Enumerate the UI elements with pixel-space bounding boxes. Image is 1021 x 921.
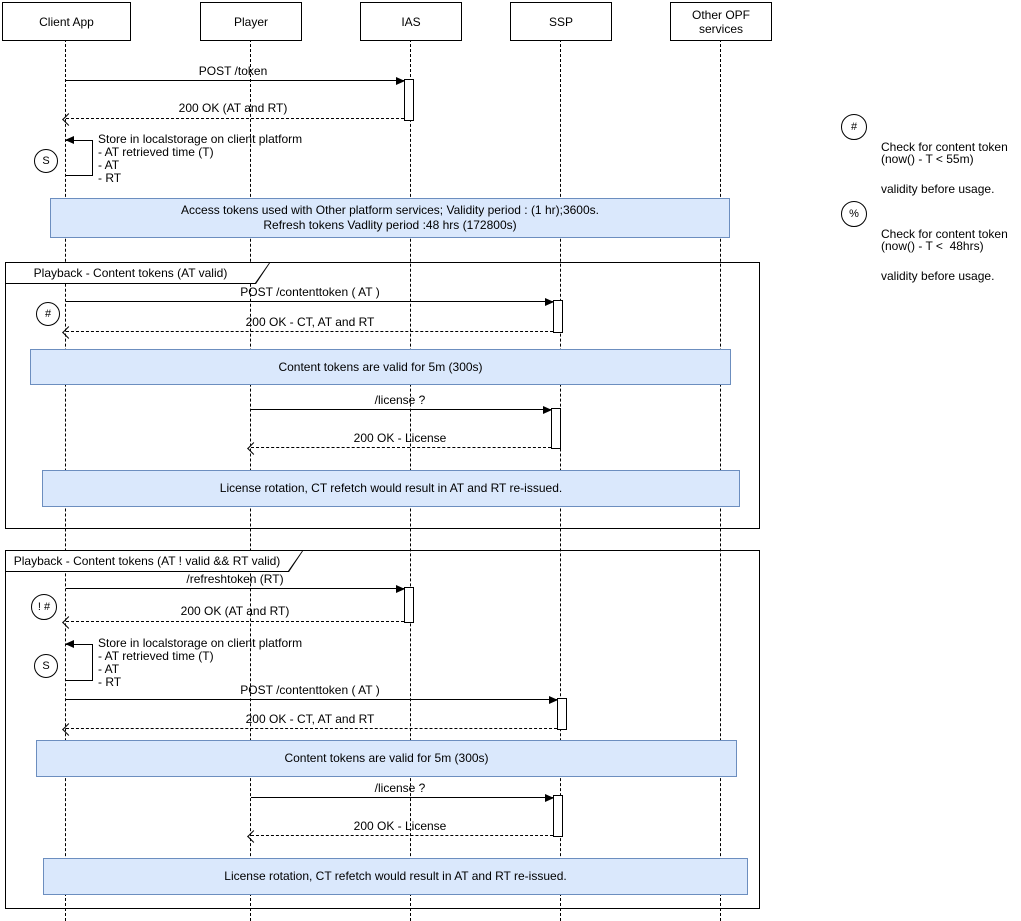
arrowhead-right-icon — [549, 696, 558, 704]
legend-hash-line2: validity before usage. — [881, 182, 995, 196]
actor-other-opf-label: Other OPF services — [691, 7, 750, 36]
actor-ias-label: IAS — [401, 14, 421, 29]
self-message-text-1: Store in localstorage on client platform… — [98, 133, 302, 185]
self-message-1-line-2: - AT — [98, 158, 120, 172]
note-access-token-validity: Access tokens used with Other platform s… — [50, 198, 730, 238]
activation-ssp-1 — [553, 300, 563, 333]
message-label-200-ok-license-1: 200 OK - License — [353, 431, 447, 445]
self-message-2-line-1: - AT retrieved time (T) — [98, 649, 214, 663]
message-arrow-license-2 — [251, 794, 554, 802]
message-arrow-post-contenttoken-2 — [66, 696, 558, 704]
message-label-license-1: /license ? — [374, 393, 426, 407]
message-label-200-ok-at-rt-2: 200 OK (AT and RT) — [180, 604, 290, 618]
self-message-text-2: Store in localstorage on client platform… — [98, 637, 302, 689]
actor-ias: IAS — [360, 2, 462, 41]
actor-ssp-label: SSP — [548, 14, 573, 29]
message-arrow-200-ok-license-2 — [247, 830, 553, 843]
message-arrow-post-contenttoken-1 — [66, 298, 554, 306]
message-label-refreshtoken: /refreshtoken (RT) — [186, 572, 284, 586]
arrowhead-right-icon — [543, 406, 552, 414]
actor-other-opf: Other OPF services — [670, 2, 772, 41]
self-message-1-line-3: - RT — [98, 171, 122, 185]
message-arrow-refreshtoken — [66, 585, 405, 593]
marker-s-circle-1: S — [34, 149, 58, 173]
legend-percent-circle: % — [841, 201, 867, 227]
note-license-rotation-1-text: License rotation, CT refetch would resul… — [219, 481, 563, 495]
activation-ias-2 — [404, 587, 414, 623]
message-label-license-2: /license ? — [374, 781, 426, 795]
note-access-token-validity-line1: Access tokens used with Other platform s… — [181, 203, 599, 217]
message-label-post-contenttoken-2: POST /contenttoken ( AT ) — [240, 683, 380, 697]
self-message-2-line-3: - RT — [98, 675, 122, 689]
note-content-token-validity-2: Content tokens are valid for 5m (300s) — [36, 740, 737, 777]
legend-hash-text: Check for content token validity before … — [881, 112, 1008, 224]
marker-hash-circle: # — [36, 302, 60, 326]
frame-title-1: Playback - Content tokens (AT valid) — [6, 263, 269, 283]
legend-percent-line1: Check for content token — [881, 227, 1008, 241]
message-arrow-200-ok-ct-2 — [62, 723, 557, 736]
legend-hash-formula: (now() - T < 55m) — [881, 152, 974, 166]
self-message-bracket-1 — [65, 136, 93, 176]
frame-title-2: Playback - Content tokens (AT ! valid &&… — [6, 551, 302, 571]
legend-percent-line2: validity before usage. — [881, 269, 995, 283]
message-arrow-license-1 — [251, 406, 552, 414]
message-label-200-ok-ct-1: 200 OK - CT, AT and RT — [245, 315, 375, 329]
note-license-rotation-2-text: License rotation, CT refetch would resul… — [224, 869, 567, 883]
legend-hash-circle: # — [841, 114, 867, 140]
activation-ssp-4 — [553, 795, 563, 837]
legend-percent-text: Check for content token validity before … — [881, 199, 1008, 311]
actor-client-app-label: Client App — [39, 14, 94, 29]
note-access-token-validity-line2: Refresh tokens Vadlity period :48 hrs (1… — [263, 218, 517, 232]
self-message-bracket-2 — [65, 640, 93, 681]
self-message-2-line-2: - AT — [98, 662, 120, 676]
marker-s-2-label: S — [42, 660, 50, 672]
self-message-1-line-0: Store in localstorage on client platform — [98, 132, 303, 146]
note-content-token-validity-1: Content tokens are valid for 5m (300s) — [30, 349, 731, 385]
arrowhead-filled-left-icon — [65, 136, 74, 144]
marker-not-hash-label: ! # — [37, 601, 51, 613]
note-content-token-validity-2-text: Content tokens are valid for 5m (300s) — [284, 751, 489, 765]
self-message-2-line-0: Store in localstorage on client platform — [98, 636, 303, 650]
message-label-post-contenttoken-1: POST /contenttoken ( AT ) — [240, 285, 380, 299]
message-arrow-post-token — [66, 77, 405, 85]
message-arrow-200-ok-at-rt — [62, 113, 404, 126]
activation-ias-1 — [404, 79, 414, 121]
arrowhead-filled-left-icon — [65, 640, 74, 648]
activation-ssp-2 — [551, 408, 561, 449]
activation-ssp-3 — [557, 698, 567, 730]
message-label-200-ok-at-rt: 200 OK (AT and RT) — [178, 101, 288, 115]
note-license-rotation-1: License rotation, CT refetch would resul… — [42, 470, 740, 507]
frame-tab-2: Playback - Content tokens (AT ! valid &&… — [6, 551, 303, 572]
marker-hash-label: # — [44, 308, 52, 320]
frame-playback-at-valid: Playback - Content tokens (AT valid) — [5, 262, 760, 529]
message-arrow-200-ok-license-1 — [247, 442, 551, 455]
actor-ssp: SSP — [510, 2, 612, 41]
actor-player-label: Player — [233, 14, 268, 29]
message-label-200-ok-ct-2: 200 OK - CT, AT and RT — [245, 712, 375, 726]
arrowhead-right-icon — [545, 298, 554, 306]
frame-tab-1: Playback - Content tokens (AT valid) — [6, 263, 270, 284]
legend-hash-line1: Check for content token — [881, 140, 1008, 154]
note-content-token-validity-1-text: Content tokens are valid for 5m (300s) — [278, 359, 483, 374]
message-label-post-token: POST /token — [198, 64, 268, 78]
self-message-1-line-1: - AT retrieved time (T) — [98, 145, 214, 159]
message-arrow-200-ok-at-rt-2 — [62, 616, 404, 629]
arrowhead-right-icon — [396, 585, 405, 593]
actor-player: Player — [200, 2, 302, 41]
message-arrow-200-ok-ct-1 — [62, 326, 553, 339]
marker-s-circle-2: S — [34, 654, 58, 678]
message-label-200-ok-license-2: 200 OK - License — [353, 819, 447, 833]
actor-client-app: Client App — [2, 2, 131, 41]
marker-s-1-label: S — [42, 155, 50, 167]
marker-not-hash-circle: ! # — [31, 594, 57, 620]
arrowhead-right-icon — [545, 794, 554, 802]
legend-percent-formula: (now() - T < 48hrs) — [881, 239, 984, 253]
legend-percent-symbol: % — [849, 208, 859, 220]
note-license-rotation-2: License rotation, CT refetch would resul… — [43, 858, 748, 895]
legend-hash-symbol: # — [850, 121, 858, 133]
frame-playback-at-invalid-rt-valid: Playback - Content tokens (AT ! valid &&… — [5, 550, 760, 909]
arrowhead-right-icon — [396, 77, 405, 85]
